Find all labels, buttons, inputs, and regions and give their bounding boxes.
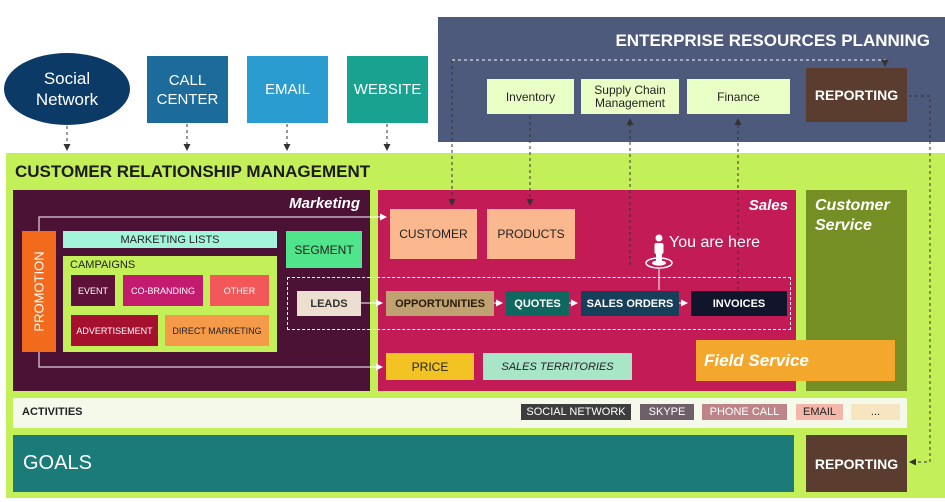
segment-box[interactable]: SEGMENT — [286, 231, 362, 268]
erp-reporting[interactable]: REPORTING — [806, 68, 907, 122]
campaign-advertisement[interactable]: ADVERTISEMENT — [71, 315, 158, 346]
channel-call-center[interactable]: CALL CENTER — [147, 56, 228, 123]
campaign-direct-marketing[interactable]: DIRECT MARKETING — [165, 315, 269, 346]
goals-label: GOALS — [23, 452, 92, 474]
activity-more[interactable]: ... — [851, 404, 900, 420]
sales-territories-box[interactable]: SALES TERRITORIES — [483, 353, 632, 380]
field-service-box[interactable]: Field Service — [696, 340, 895, 381]
goals-reporting[interactable]: REPORTING — [806, 435, 907, 492]
goals-bar: GOALS — [13, 435, 794, 492]
opportunities-box[interactable]: OPPORTUNITIES — [386, 291, 494, 316]
crm-title: CUSTOMER RELATIONSHIP MANAGEMENT — [15, 162, 371, 181]
erp-supply-chain[interactable]: Supply Chain Management — [581, 79, 679, 114]
erp-title: ENTERPRISE RESOURCES PLANNING — [615, 31, 930, 50]
channel-website[interactable]: WEBSITE — [347, 56, 428, 123]
marketing-title: Marketing — [289, 195, 360, 212]
marketing-lists[interactable]: MARKETING LISTS — [63, 231, 277, 248]
activity-social-network[interactable]: SOCIAL NETWORK — [521, 404, 631, 420]
products-box[interactable]: PRODUCTS — [487, 209, 575, 259]
sales-title: Sales — [748, 197, 788, 214]
location-pin-icon — [643, 234, 675, 270]
invoices-box[interactable]: INVOICES — [691, 291, 787, 316]
activities-label: ACTIVITIES — [22, 406, 83, 418]
channel-social-network[interactable]: Social Network — [4, 53, 130, 125]
promotion-label: PROMOTION — [31, 251, 47, 332]
campaign-event[interactable]: EVENT — [71, 275, 115, 306]
customer-box[interactable]: CUSTOMER — [390, 209, 477, 259]
leads-box[interactable]: LEADS — [297, 291, 361, 316]
you-are-here-label: You are here — [669, 234, 761, 251]
erp-inventory[interactable]: Inventory — [487, 79, 574, 114]
activity-phone-call[interactable]: PHONE CALL — [702, 404, 787, 420]
activity-skype[interactable]: SKYPE — [640, 404, 694, 420]
channel-email[interactable]: EMAIL — [247, 56, 328, 123]
customer-service-title: Customer Service — [815, 197, 890, 234]
promotion-box[interactable]: PROMOTION — [22, 231, 56, 352]
campaign-co-branding[interactable]: CO-BRANDING — [123, 275, 203, 306]
sales-orders-box[interactable]: SALES ORDERS — [581, 291, 679, 316]
campaigns-title: CAMPAIGNS — [70, 259, 136, 271]
pipeline-frame — [287, 277, 791, 330]
quotes-box[interactable]: QUOTES — [506, 291, 569, 316]
campaign-other[interactable]: OTHER — [210, 275, 269, 306]
activity-email[interactable]: EMAIL — [796, 404, 843, 420]
erp-finance[interactable]: Finance — [687, 79, 790, 114]
price-box[interactable]: PRICE — [386, 353, 474, 380]
field-service-label: Field Service — [704, 350, 809, 370]
